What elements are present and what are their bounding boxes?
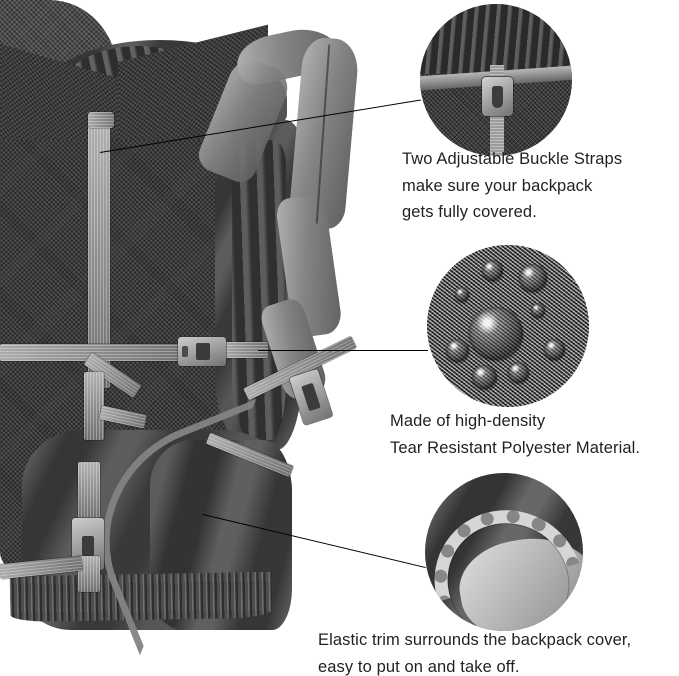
water-droplet <box>482 259 504 281</box>
water-droplet <box>519 264 547 292</box>
water-droplet <box>530 303 546 318</box>
closeup-side-release-buckle <box>482 76 513 117</box>
vertical-strap-tab <box>88 112 114 128</box>
buckle-slot <box>301 382 321 412</box>
vertical-center-strap <box>88 118 110 388</box>
upper-side-release-buckle[interactable] <box>178 337 226 366</box>
lower-strap-tail <box>78 556 100 592</box>
buckle-slot <box>196 343 210 360</box>
vertical-strap-mid <box>84 372 104 440</box>
elastic-trim-closeup <box>425 473 583 631</box>
rain-cover-right-gathers <box>232 140 286 440</box>
lower-vertical-strap <box>78 462 100 520</box>
buckle-strap-closeup <box>420 4 572 156</box>
water-droplet <box>543 338 565 360</box>
water-droplet <box>472 364 497 390</box>
water-droplet <box>469 306 523 360</box>
upper-horizontal-strap-right <box>222 342 268 358</box>
backpack-rain-cover-photo <box>0 0 361 656</box>
buckle-slot <box>82 536 94 558</box>
caption-elastic-trim: Elastic trim surrounds the backpack cove… <box>318 631 632 676</box>
leader-line-material <box>258 350 428 352</box>
water-droplet <box>446 338 470 362</box>
water-droplets-fabric-closeup <box>427 245 589 407</box>
water-droplet <box>454 287 470 302</box>
buckle-prong <box>182 346 188 357</box>
closeup-cover-gathers <box>420 4 572 74</box>
caption-material: Made of high-density Tear Resistant Poly… <box>390 412 641 457</box>
caption-buckle-straps: Two Adjustable Buckle Straps make sure y… <box>402 150 623 221</box>
water-droplet <box>508 361 530 383</box>
